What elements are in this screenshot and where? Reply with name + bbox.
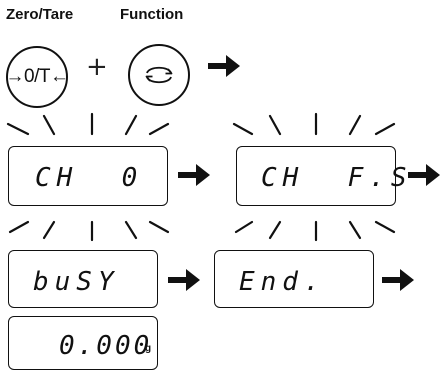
function-key[interactable] xyxy=(128,44,190,106)
function-caption: Function xyxy=(120,6,184,23)
right-arrow-icon xyxy=(168,269,200,291)
right-arrow-icon xyxy=(382,269,414,291)
lcd-busy: buSY xyxy=(8,250,158,308)
blink-rays-top-chfs xyxy=(232,112,396,136)
right-arrow-icon xyxy=(178,164,210,186)
lcd-end: End. xyxy=(214,250,374,308)
lcd-end-text: End. xyxy=(239,267,326,297)
blink-rays-top-ch0 xyxy=(6,112,170,136)
lcd-chfs: CH F.S xyxy=(236,146,407,206)
plus-sign: + xyxy=(86,52,108,82)
cycle-arrows-icon xyxy=(145,66,173,84)
lcd-zero-text: 0.000 xyxy=(59,331,153,361)
lcd-chfs-text: CH F.S xyxy=(261,163,413,193)
zero-tare-key[interactable]: →0/T← xyxy=(5,46,69,108)
lcd-ch0: CH 0 xyxy=(8,146,168,206)
lcd-zero-unit: g xyxy=(145,343,152,354)
zero-tare-caption: Zero/Tare xyxy=(6,6,74,23)
lcd-ch0-text: CH 0 xyxy=(35,163,144,193)
lcd-zero: 0.000 g xyxy=(8,316,158,370)
blink-rays-bottom-chfs xyxy=(234,220,396,242)
zero-tare-key-label: →0/T← xyxy=(5,66,69,87)
blink-rays-bottom-ch0 xyxy=(8,220,170,242)
right-arrow-icon xyxy=(408,164,440,186)
lcd-busy-text: buSY xyxy=(33,267,120,297)
right-arrow-icon xyxy=(208,55,240,77)
